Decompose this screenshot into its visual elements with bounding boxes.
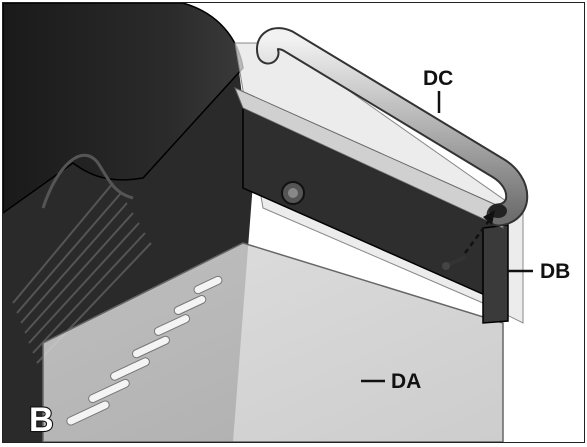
handle-dc-highlight xyxy=(258,29,527,225)
lid-handle-notch xyxy=(41,153,134,209)
panel-letter: B xyxy=(29,401,54,439)
grill-lid xyxy=(3,3,244,214)
arrow-head xyxy=(483,210,495,225)
tray-slots xyxy=(66,275,223,426)
bracket-db-top-flange xyxy=(234,87,504,229)
knob-center xyxy=(288,188,298,198)
front-panel-da xyxy=(42,242,504,442)
label-db: DB xyxy=(540,260,570,283)
grill-assembly-illustration: DC DB DA B xyxy=(3,3,570,442)
label-da: DA xyxy=(391,370,421,393)
bracket-db-end xyxy=(482,224,509,324)
mounting-screw xyxy=(442,255,466,270)
assembly-arrow xyxy=(463,217,493,254)
label-dc: DC xyxy=(423,67,453,90)
diagram-frame: DC DB DA B xyxy=(2,2,585,443)
